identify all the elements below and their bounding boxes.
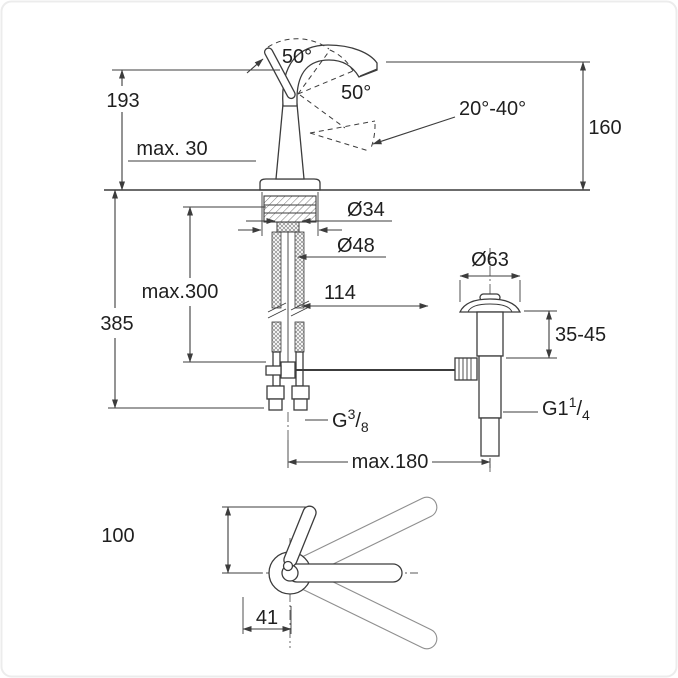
spout-top-view	[287, 563, 403, 583]
waste-assembly	[454, 248, 522, 472]
supply-hose-right	[294, 231, 305, 309]
faucet-top-view	[248, 496, 438, 650]
dimension-g38: G3/8	[305, 406, 369, 435]
rod-knob	[454, 357, 478, 381]
dim-label-max180: max.180	[352, 451, 429, 473]
lever-pivot	[282, 560, 294, 572]
thread-denominator: 4	[582, 407, 590, 423]
dimension-193: 193	[106, 69, 280, 191]
dim-label-160: 160	[588, 117, 621, 139]
hose-nut-left	[266, 385, 285, 400]
hose-nut-right-lower	[293, 398, 308, 411]
dimension-35-45: 35-45	[506, 310, 606, 359]
leader-arrow	[372, 116, 456, 145]
lever-swing-line-1	[297, 49, 331, 95]
handle-range-arc	[370, 123, 376, 149]
under-deck-parts	[104, 189, 590, 440]
dimension-g114: G11/4	[503, 394, 590, 423]
waste-tailpipe	[480, 417, 500, 457]
dimension-d48: Ø48	[238, 227, 386, 260]
dim-label-g38: G3/8	[332, 406, 369, 435]
hose-nut-left-lower	[268, 398, 283, 411]
handle-range-line-2	[309, 120, 376, 134]
mounting-nut	[263, 195, 317, 223]
faucet-side-view	[246, 38, 378, 191]
dimension-max30: max. 30	[128, 138, 256, 162]
dim-label-100: 100	[101, 525, 134, 547]
dimension-385: 385	[100, 189, 264, 409]
waste-flange	[458, 298, 522, 313]
swing-arrow	[246, 58, 264, 74]
lever-swing-arc-top	[267, 38, 330, 50]
dimension-max300: max.300	[142, 206, 266, 363]
dim-label-d63: Ø63	[471, 249, 509, 271]
dim-label-41: 41	[256, 607, 278, 629]
faucet-spout	[282, 44, 378, 107]
dim-label-max300: max.300	[142, 281, 219, 303]
thread-slash: /	[355, 410, 361, 432]
dimension-angles: 50° 50° 20°-40°	[282, 46, 526, 145]
dimension-max180: max.180	[287, 440, 491, 473]
dimension-d34: Ø34	[246, 199, 392, 224]
thread-prefix: G1	[542, 398, 569, 420]
thread-denominator: 8	[361, 419, 369, 435]
dim-label-50-side: 50°	[341, 82, 371, 104]
dim-label-max30: max. 30	[136, 138, 207, 160]
faucet-base	[259, 178, 321, 191]
dim-label-50-top: 50°	[282, 46, 312, 68]
dimension-41: 41	[242, 597, 292, 634]
dim-label-20-40: 20°-40°	[459, 98, 526, 120]
dimension-d63: Ø63	[459, 249, 521, 302]
hose-nut-right	[291, 385, 310, 400]
thread-slash: /	[576, 398, 582, 420]
thread-numerator: 3	[348, 406, 356, 422]
dim-label-g114: G11/4	[542, 394, 590, 423]
rod-joint-screw	[265, 365, 282, 376]
waste-flange-inner	[467, 303, 513, 313]
spout-mouth-line	[359, 68, 378, 77]
shank	[276, 221, 300, 233]
faucet-lever	[263, 47, 296, 100]
thread-prefix: G	[332, 410, 348, 432]
faucet-body	[275, 103, 305, 180]
dim-label-35-45: 35-45	[555, 324, 606, 346]
break-mark	[267, 308, 287, 319]
dim-label-d48: Ø48	[337, 235, 375, 257]
dim-label-193: 193	[106, 90, 139, 112]
handle-range-line-1	[309, 132, 370, 152]
supply-hose-right-lower	[294, 321, 305, 353]
lever-swing-arc-side	[329, 49, 354, 72]
dim-label-d34: Ø34	[347, 199, 385, 221]
dimension-100: 100	[101, 506, 306, 574]
waste-body-upper	[476, 311, 504, 357]
thread-numerator: 1	[569, 394, 577, 410]
cartridge-dash-line	[299, 94, 346, 129]
dim-label-385: 385	[100, 313, 133, 335]
supply-hose-left-lower	[271, 321, 282, 353]
break-mark	[290, 300, 310, 311]
dim-label-114: 114	[324, 282, 356, 304]
lever-swing-line-2	[297, 70, 354, 95]
break-mark	[267, 302, 287, 313]
dimension-114: 114	[301, 282, 429, 309]
supply-hose-left	[271, 231, 282, 309]
waste-body-lower	[478, 355, 502, 419]
rod-joint	[280, 361, 296, 379]
dimension-160: 160	[386, 61, 622, 191]
